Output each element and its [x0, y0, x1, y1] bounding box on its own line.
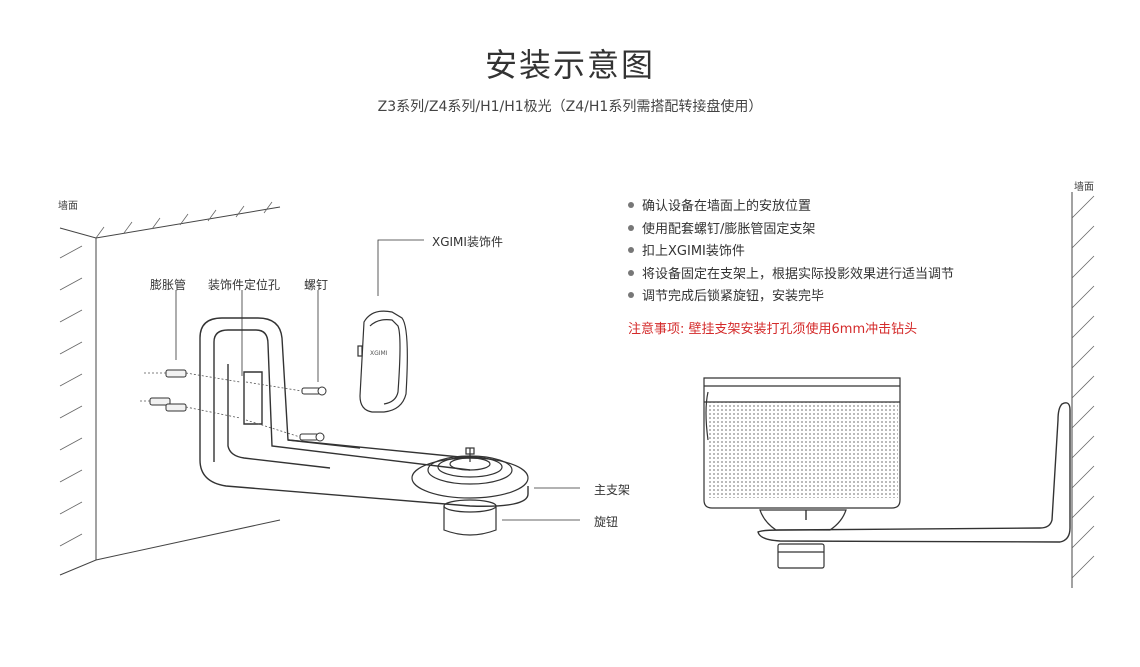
instruction-step: 扣上XGIMI装饰件 — [628, 241, 954, 264]
right-wall-label: 墙面 — [1074, 182, 1094, 193]
cover-drawing — [357, 310, 408, 413]
bullet-icon — [628, 269, 634, 276]
anchor-guides — [140, 372, 241, 419]
instruction-step-text: 确认设备在墙面上的安放位置 — [642, 199, 812, 214]
page-subtitle: Z3系列/Z4系列/H1/H1极光（Z4/H1系列需搭配转接盘使用） — [377, 99, 763, 115]
screws-drawing — [299, 386, 327, 442]
instruction-step: 确认设备在墙面上的安放位置 — [628, 196, 954, 219]
warning-note: 注意事项: 壁挂支架安装打孔须使用6mm冲击钻头 — [628, 322, 918, 337]
main-bracket-drawing — [199, 317, 529, 507]
bullet-icon — [628, 202, 634, 208]
projector-drawing — [703, 377, 901, 509]
cover-label: XGIMI装饰件 — [432, 235, 503, 249]
bullet-icon — [628, 292, 634, 298]
positioning-hole-label: 装饰件定位孔 — [208, 278, 281, 292]
rotating-plate — [411, 447, 529, 499]
left-wall-hatch — [59, 201, 273, 547]
screw-label: 螺钉 — [304, 278, 329, 292]
instruction-step: 调节完成后锁紧旋钮，安装完毕 — [628, 286, 954, 309]
bullet-icon — [628, 224, 634, 231]
anchor-label: 膨胀管 — [150, 278, 187, 292]
instruction-step-text: 扣上XGIMI装饰件 — [642, 244, 745, 259]
screw-guides — [245, 381, 303, 438]
instruction-step-text: 调节完成后锁紧旋钮，安装完毕 — [642, 289, 825, 304]
main-bracket-label: 主支架 — [594, 483, 631, 497]
right-bracket-drawing — [757, 402, 1071, 543]
knob-drawing — [443, 499, 497, 536]
anchors-drawing — [149, 369, 187, 412]
instruction-step-text: 使用配套螺钉/膨胀管固定支架 — [642, 221, 816, 237]
instruction-step: 将设备固定在支架上，根据实际投影效果进行适当调节 — [628, 264, 954, 287]
instruction-step-text: 将设备固定在支架上，根据实际投影效果进行适当调节 — [642, 266, 955, 282]
right-wall-hatch — [1071, 195, 1095, 579]
left-wall-label: 墙面 — [58, 201, 78, 212]
instruction-list: 确认设备在墙面上的安放位置 使用配套螺钉/膨胀管固定支架 扣上XGIMI装饰件 … — [628, 196, 954, 309]
left-leader-lines — [175, 239, 580, 521]
bullet-icon — [628, 247, 634, 253]
instruction-step: 使用配套螺钉/膨胀管固定支架 — [628, 219, 954, 242]
right-mount-drawing — [759, 509, 847, 569]
cover-logo: XGIMI — [370, 350, 388, 357]
page-title: 安装示意图 — [484, 46, 655, 84]
knob-label: 旋钮 — [594, 515, 619, 529]
